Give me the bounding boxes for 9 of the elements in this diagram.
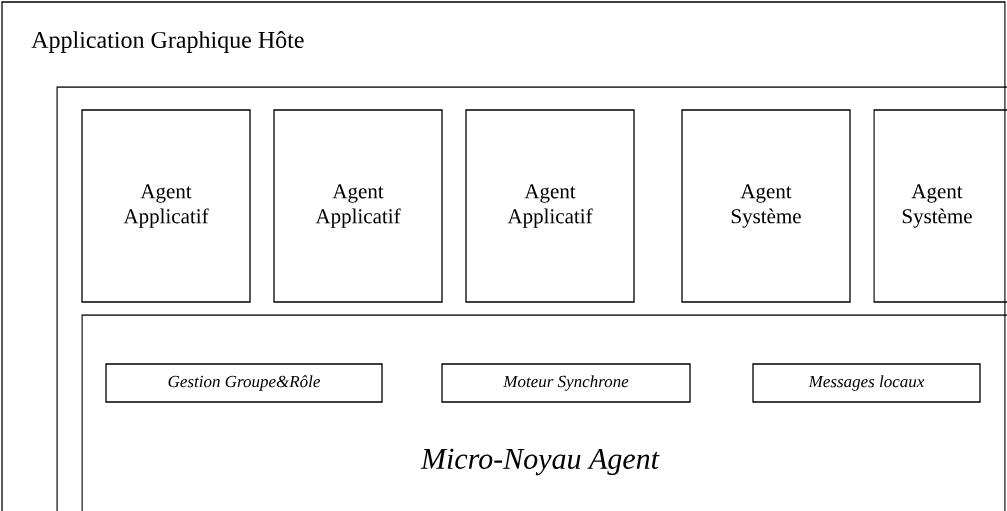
agent-box: Agent Système [873,109,1007,303]
module-box: Moteur Synchrone [441,363,691,403]
container-box [56,86,1007,511]
module-box: Messages locaux [752,363,981,403]
agent-box: Agent Système [681,109,851,303]
agent-box: Agent Applicatif [273,109,443,303]
agent-box: Agent Applicatif [81,109,251,303]
agent-box: Agent Applicatif [465,109,635,303]
module-box: Gestion Groupe&Rôle [105,363,383,403]
